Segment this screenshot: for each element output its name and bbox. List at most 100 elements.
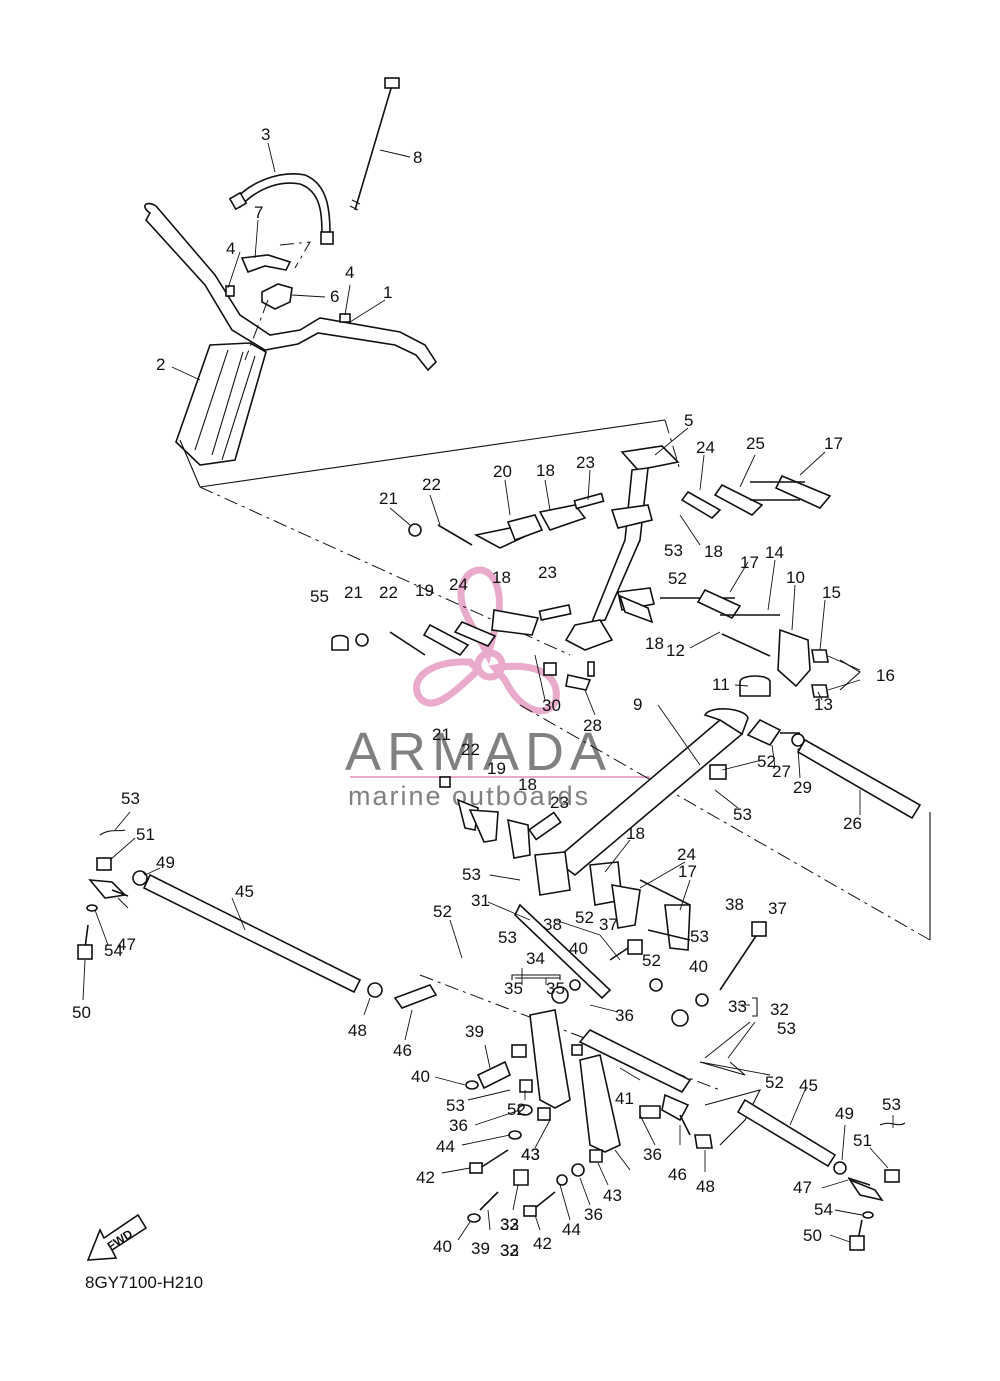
bracket-32-33 bbox=[752, 997, 758, 1017]
callout-label: 23 bbox=[538, 563, 557, 582]
callout-label: 35 bbox=[504, 979, 523, 998]
callout-label: 52 bbox=[668, 569, 687, 588]
callout-label: 40 bbox=[689, 957, 708, 976]
callout-label: 2 bbox=[156, 355, 165, 374]
callout-label: 47 bbox=[793, 1178, 812, 1197]
callout-label: 23 bbox=[576, 453, 595, 472]
callout-label: 22 bbox=[422, 475, 441, 494]
callout-label: 43 bbox=[521, 1145, 540, 1164]
callout-label: 23 bbox=[550, 793, 569, 812]
callout-label: 14 bbox=[765, 543, 784, 562]
callout-label: 32 bbox=[770, 1000, 789, 1019]
callout-label: 53 bbox=[498, 928, 517, 947]
callout-label: 53 bbox=[664, 541, 683, 560]
callout-label: 43 bbox=[603, 1186, 622, 1205]
callout-label: 53 bbox=[733, 805, 752, 824]
bracket-52-right bbox=[699, 1061, 746, 1076]
callout-label: 31 bbox=[471, 891, 490, 910]
callout-label: 53 bbox=[446, 1096, 465, 1115]
callout-label: 18 bbox=[626, 824, 645, 843]
bracket-34 bbox=[511, 974, 561, 980]
upper-handle-assembly bbox=[144, 77, 438, 466]
callout-label: 41 bbox=[615, 1089, 634, 1108]
callout-label: 53 bbox=[690, 927, 709, 946]
callout-label: 53 bbox=[462, 865, 481, 884]
callout-label: 38 bbox=[543, 915, 562, 934]
callout-label: 27 bbox=[772, 762, 791, 781]
callout-label: 36 bbox=[615, 1006, 634, 1025]
callout-label: 36 bbox=[449, 1116, 468, 1135]
callout-label: 54 bbox=[814, 1200, 833, 1219]
callout-label: 21 bbox=[432, 725, 451, 744]
callout-label: 42 bbox=[416, 1168, 435, 1187]
callout-label: 33 bbox=[728, 997, 747, 1016]
callout-label: 51 bbox=[853, 1131, 872, 1150]
callout-label: 24 bbox=[696, 438, 715, 457]
callout-label: 46 bbox=[393, 1041, 412, 1060]
steering-column bbox=[564, 445, 680, 651]
callout-label: 44 bbox=[562, 1220, 581, 1239]
part-code: 8GY7100-H210 bbox=[85, 1273, 203, 1292]
callout-label: 37 bbox=[599, 915, 618, 934]
callout-label: 7 bbox=[254, 203, 263, 222]
callout-label: 40 bbox=[411, 1067, 430, 1086]
callout-label: 34 bbox=[526, 949, 545, 968]
callout-label: 17 bbox=[824, 434, 843, 453]
callout-label: 13 bbox=[814, 695, 833, 714]
callout-label: 3 bbox=[261, 125, 270, 144]
fwd-arrow-icon: FWD bbox=[86, 1213, 148, 1261]
callout-label: 49 bbox=[835, 1104, 854, 1123]
callout-label: 53 bbox=[777, 1019, 796, 1038]
callout-label: 10 bbox=[786, 568, 805, 587]
callout-label: 52 bbox=[507, 1100, 526, 1119]
callout-label: 33 bbox=[500, 1215, 519, 1234]
callout-label: 11 bbox=[712, 675, 730, 694]
callout-label: 32 bbox=[500, 1215, 519, 1234]
callout-label: 35 bbox=[546, 979, 565, 998]
callout-label: 36 bbox=[584, 1205, 603, 1224]
callout-label: 17 bbox=[678, 862, 697, 881]
callout-label: 28 bbox=[583, 716, 602, 735]
callout-label: 50 bbox=[803, 1226, 822, 1245]
callout-label: 53 bbox=[121, 789, 140, 808]
callout-label: 43 bbox=[521, 1145, 540, 1164]
callout-label: 52 bbox=[757, 752, 776, 771]
callout-label: 22 bbox=[379, 583, 398, 602]
callout-label: 6 bbox=[330, 287, 339, 306]
callout-label: 54 bbox=[104, 941, 123, 960]
callout-label: 47 bbox=[117, 935, 136, 954]
callout-label: 16 bbox=[876, 666, 895, 685]
callout-label: 48 bbox=[348, 1021, 367, 1040]
callout-label: 30 bbox=[542, 696, 561, 715]
callout-label: 15 bbox=[822, 583, 841, 602]
callout-label: 44 bbox=[436, 1137, 455, 1156]
callout-label: 19 bbox=[487, 759, 506, 778]
callout-label: 18 bbox=[518, 775, 537, 794]
leader-lines bbox=[82, 142, 894, 1243]
callout-label: 42 bbox=[533, 1234, 552, 1253]
callout-label: 51 bbox=[136, 825, 155, 844]
callout-label: 19 bbox=[415, 581, 434, 600]
callout-label: 52 bbox=[575, 908, 594, 927]
callout-label: 17 bbox=[740, 553, 759, 572]
callout-label: 39 bbox=[465, 1022, 484, 1041]
lower-linkage bbox=[439, 776, 767, 1223]
callout-label: 9 bbox=[633, 695, 642, 714]
callouts: 1 2 3 4 4 5 6 7 8 9 10 11 12 13 14 15 16… bbox=[72, 125, 901, 1260]
right-rod-assembly bbox=[736, 1098, 906, 1251]
callout-label: 52 bbox=[642, 951, 661, 970]
callout-label: 5 bbox=[684, 411, 693, 430]
callout-label: 24 bbox=[449, 575, 468, 594]
callout-label: 12 bbox=[666, 641, 685, 660]
callout-label: 36 bbox=[643, 1145, 662, 1164]
callout-label: 46 bbox=[668, 1165, 687, 1184]
callout-label: 20 bbox=[493, 462, 512, 481]
callout-label: 21 bbox=[379, 489, 398, 508]
callout-label: 25 bbox=[746, 434, 765, 453]
callout-label: 29 bbox=[793, 778, 812, 797]
callout-label: 33 bbox=[500, 1241, 519, 1260]
callout-label: 45 bbox=[799, 1076, 818, 1095]
callout-label: 1 bbox=[383, 283, 392, 302]
callout-label: 50 bbox=[72, 1003, 91, 1022]
